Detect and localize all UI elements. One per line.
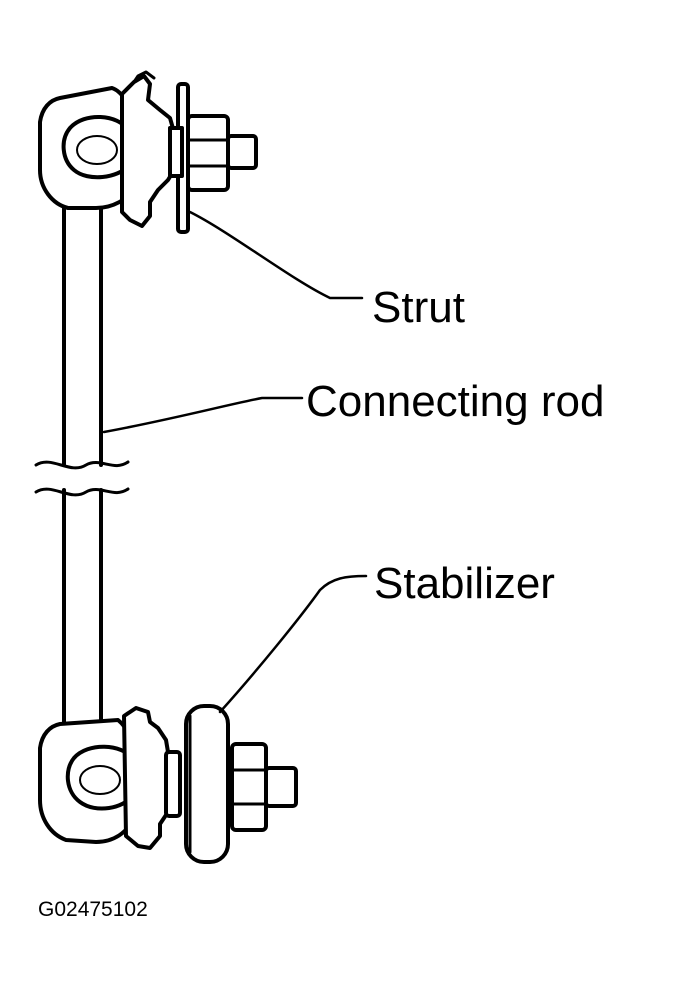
lower-nut: [230, 742, 268, 832]
upper-stud-shank: [168, 126, 184, 178]
rod-break-mark-lower: [34, 487, 130, 497]
connecting-rod-label: Connecting rod: [306, 377, 604, 426]
lower-rubber-boot: [122, 706, 170, 850]
connecting-rod: [34, 203, 130, 724]
figure-code: G02475102: [38, 898, 148, 921]
strut-label: Strut: [372, 283, 465, 332]
upper-rubber-boot: [120, 74, 176, 228]
lower-rubber-bushing: [184, 704, 230, 864]
upper-stud-thread: [226, 134, 258, 170]
rod-break-mark-upper: [34, 460, 130, 470]
lower-inner-washer: [164, 750, 182, 818]
upper-ball-joint: [38, 70, 258, 234]
stabilizer-label: Stabilizer: [374, 559, 555, 608]
upper-ball: [61, 114, 130, 180]
stabilizer-leader-line: [218, 574, 368, 714]
lower-ball-joint: [38, 704, 298, 864]
upper-nut: [186, 114, 230, 192]
lower-ball: [65, 744, 134, 811]
connecting-rod-leader-line: [102, 396, 304, 434]
strut-leader-line: [188, 210, 364, 300]
lower-stud-thread: [264, 766, 298, 808]
